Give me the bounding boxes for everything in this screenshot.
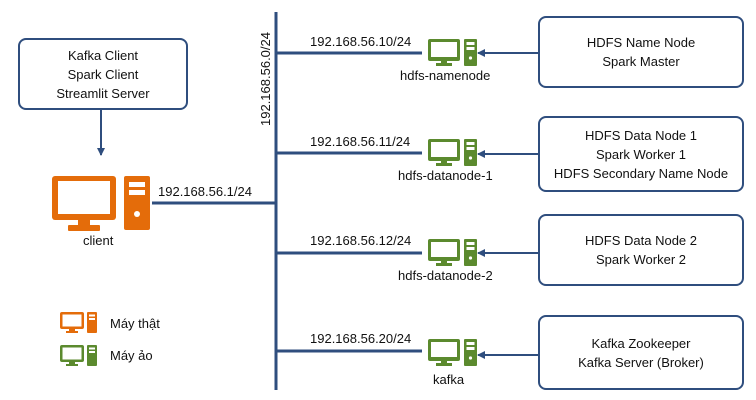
client-role-line: Streamlit Server bbox=[56, 85, 150, 101]
node-role-line: Spark Worker 2 bbox=[595, 252, 687, 267]
node-role-line: HDFS Data Node 2 bbox=[585, 233, 697, 248]
client-ip-label: 192.168.56.1/24 bbox=[158, 184, 252, 199]
vm-computer-icon bbox=[428, 339, 477, 366]
vm-computer-icon bbox=[428, 139, 477, 166]
node-ip-label: 192.168.56.20/24 bbox=[310, 331, 412, 346]
physical-computer-icon bbox=[52, 176, 150, 231]
node-role-box: HDFS Name Node Spark Master bbox=[538, 16, 744, 88]
node-label: kafka bbox=[433, 372, 465, 387]
node-role-box: HDFS Data Node 2 Spark Worker 2 bbox=[538, 214, 744, 286]
client-role-line: Kafka Client bbox=[67, 47, 139, 63]
node-role-line: Spark Worker 1 bbox=[595, 146, 687, 162]
vm-computer-icon bbox=[428, 39, 477, 66]
subnet-label: 192.168.56.0/24 bbox=[258, 32, 273, 126]
node-role-box: HDFS Data Node 1 Spark Worker 1 HDFS Sec… bbox=[538, 116, 744, 192]
client-label: client bbox=[83, 233, 114, 248]
legend-physical-label: Máy thật bbox=[110, 316, 160, 331]
node-role-line: Spark Master bbox=[602, 54, 680, 69]
node-role-line: HDFS Secondary Name Node bbox=[553, 165, 729, 181]
node-role-line: HDFS Data Node 1 bbox=[585, 127, 697, 143]
node-role-box: Kafka Zookeeper Kafka Server (Broker) bbox=[538, 315, 744, 390]
node-ip-label: 192.168.56.11/24 bbox=[310, 134, 411, 149]
legend-vm-icon bbox=[60, 345, 97, 366]
node-ip-label: 192.168.56.10/24 bbox=[310, 34, 412, 49]
node-role-line: Kafka Zookeeper bbox=[591, 335, 691, 351]
vm-computer-icon bbox=[428, 239, 477, 266]
node-role-line: Kafka Server (Broker) bbox=[578, 354, 704, 370]
node-role-line: HDFS Name Node bbox=[586, 35, 696, 50]
client-role-line: Spark Client bbox=[67, 66, 139, 82]
node-label: hdfs-namenode bbox=[400, 68, 491, 83]
node-label: hdfs-datanode-1 bbox=[398, 168, 493, 183]
legend-virtual-label: Máy ảo bbox=[110, 348, 153, 363]
client-role-box: Kafka Client Spark Client Streamlit Serv… bbox=[18, 38, 188, 110]
node-label: hdfs-datanode-2 bbox=[398, 268, 493, 283]
node-ip-label: 192.168.56.12/24 bbox=[310, 233, 412, 248]
legend-physical-icon bbox=[60, 312, 97, 333]
